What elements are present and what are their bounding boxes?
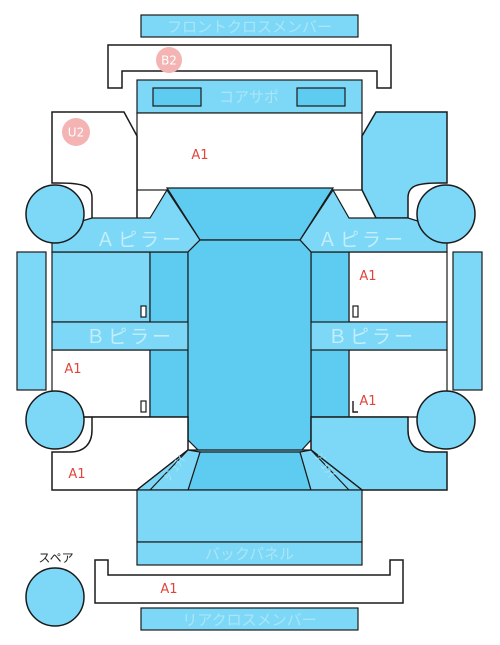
cabin-roof[interactable] (187, 239, 312, 453)
b-pillar-right-label: Ｂピラー (328, 326, 416, 348)
left-side-sill[interactable] (16, 251, 47, 391)
wheel-front-right[interactable] (416, 184, 476, 244)
b-pillar-left-label: Ｂピラー (86, 326, 174, 348)
wheel-front-left[interactable] (25, 184, 85, 244)
right-front-handle (352, 305, 359, 318)
left-fender-badge (62, 118, 90, 146)
right-rear-quarter[interactable] (310, 416, 448, 491)
left-rear-handle (140, 400, 147, 413)
rear-cross-member[interactable] (140, 607, 359, 631)
b-pillar-right[interactable] (309, 321, 448, 351)
front-cross-member-label: フロントクロスメンバー (167, 18, 332, 36)
b-pillar-left[interactable] (51, 321, 191, 351)
core-support-label: コアサポ (219, 88, 279, 106)
spare-label: スペア (38, 551, 73, 565)
rear-cross-member-label: リアクロスメンバー (182, 611, 316, 629)
code-right-rear-door: A1 (359, 394, 376, 409)
trunk-lid[interactable] (136, 489, 363, 543)
front-cross-member[interactable] (140, 14, 359, 38)
right-side-sill[interactable] (452, 251, 483, 391)
left-front-handle (140, 305, 147, 318)
code-left-rear-quarter: A1 (68, 467, 85, 482)
back-panel-label: バックパネル (205, 545, 294, 563)
code-left-rear-door: A1 (64, 362, 81, 377)
front-cross-badge-text: B2 (161, 54, 177, 68)
right-front-door[interactable] (348, 251, 448, 323)
core-support-inset-left (152, 87, 202, 107)
code-front-panel: A1 (191, 148, 208, 163)
rear-window[interactable] (187, 451, 312, 491)
a-pillar-right-label: Ａピラー (318, 229, 406, 251)
left-fender-badge-text: U2 (68, 126, 84, 140)
left-front-door[interactable] (51, 251, 151, 323)
wheel-rear-right[interactable] (416, 390, 476, 450)
right-rear-handle (352, 401, 358, 413)
a-pillar-left-label: Ａピラー (96, 229, 184, 251)
front-cross-badge (156, 47, 182, 73)
code-rear-cross: A1 (160, 582, 177, 597)
rear-cross-code-bg (159, 578, 179, 598)
back-panel[interactable] (136, 541, 363, 566)
code-right-front-door: A1 (359, 269, 376, 284)
rear-bumper-outline[interactable] (94, 559, 404, 604)
wheel-rear-left[interactable] (25, 390, 85, 450)
front-panel[interactable] (136, 112, 363, 191)
spare-tire[interactable] (25, 567, 85, 627)
core-support-inset-right (296, 87, 346, 107)
